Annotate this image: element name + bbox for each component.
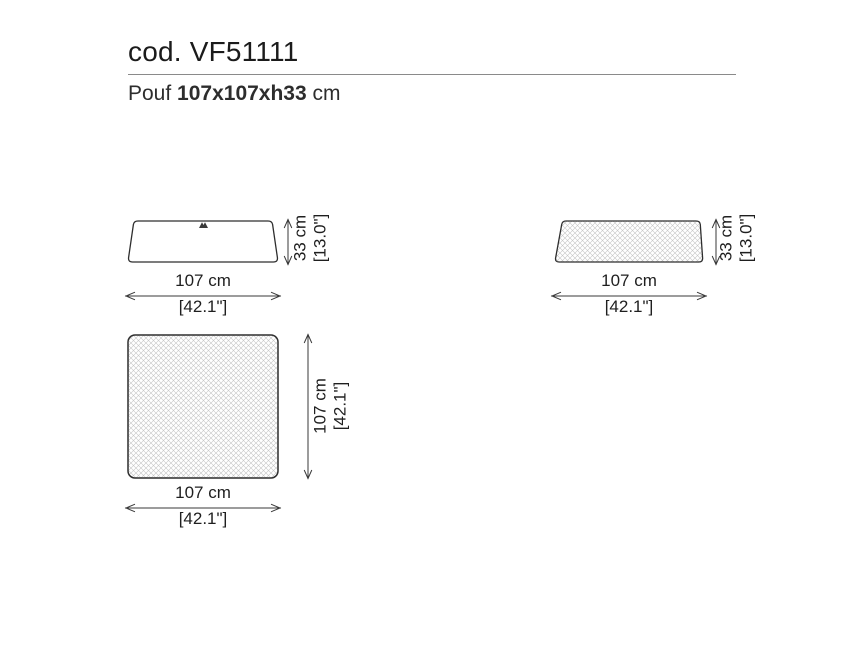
arrow-down-icon — [303, 469, 313, 480]
product-code: cod. VF51111 — [128, 36, 299, 67]
pouf-top-view — [127, 334, 279, 479]
divider — [128, 74, 736, 75]
arrow-right-icon — [696, 291, 708, 301]
arrow-left-icon — [124, 291, 136, 301]
front-height-dimension-line — [283, 218, 293, 266]
side-width-in: [42.1"] — [604, 297, 654, 316]
front-width-in: [42.1"] — [178, 297, 228, 316]
arrow-right-icon — [270, 503, 282, 513]
top-depth-cm: 107 cm — [310, 378, 330, 434]
pouf-side-view — [554, 220, 704, 263]
arrow-left-icon — [550, 291, 562, 301]
front-height-in: [13.0"] — [310, 213, 329, 263]
product-dimensions: 107x107xh33 — [177, 82, 307, 105]
product-unit: cm — [306, 82, 341, 105]
arrow-left-icon — [124, 503, 136, 513]
front-height-cm: 33 cm — [290, 214, 310, 262]
top-width-dimension-line — [124, 503, 282, 513]
top-depth-dimension-line — [303, 333, 313, 480]
front-width-cm: 107 cm — [175, 271, 231, 290]
arrow-up-icon — [303, 333, 313, 344]
brand-mark-icon — [199, 222, 208, 228]
pouf-front-view — [127, 220, 279, 263]
arrow-right-icon — [270, 291, 282, 301]
arrow-up-icon — [283, 218, 293, 229]
top-outline — [127, 334, 279, 479]
side-height-in: [13.0"] — [736, 213, 755, 263]
arrow-down-icon — [711, 255, 721, 266]
product-type: Pouf — [128, 82, 178, 105]
arrow-down-icon — [283, 255, 293, 266]
side-width-cm: 107 cm — [601, 271, 657, 290]
product-description: Pouf 107x107xh33 cm — [128, 82, 341, 106]
side-width-dimension-line — [550, 291, 708, 301]
top-depth-in: [42.1"] — [330, 381, 349, 431]
arrow-up-icon — [711, 218, 721, 229]
side-height-cm: 33 cm — [716, 214, 736, 262]
side-height-dimension-line — [711, 218, 721, 266]
top-width-cm: 107 cm — [175, 483, 231, 502]
top-width-in: [42.1"] — [178, 509, 228, 528]
side-outline — [554, 220, 704, 263]
front-outline — [127, 220, 279, 263]
front-width-dimension-line — [124, 291, 282, 301]
